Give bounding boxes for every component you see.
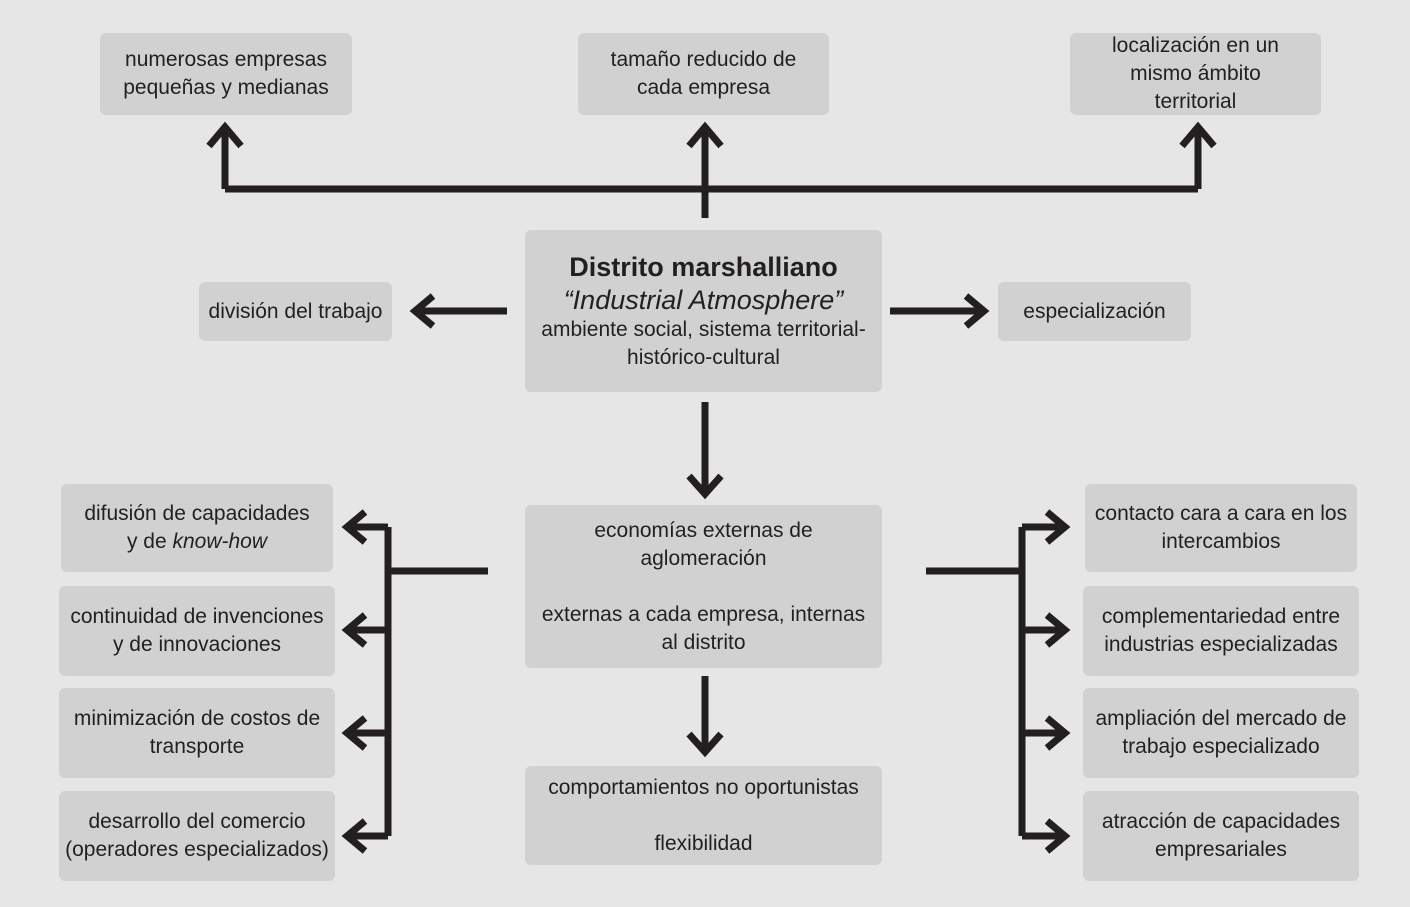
box-localizacion: localización en un mismo ámbito territor… [1070,33,1321,115]
box-text-line: y de innovaciones [112,633,282,656]
box-minimizacion-costos: minimización de costos de transporte [59,688,335,778]
box-text-line: trabajo especializado [1122,735,1320,758]
box-difusion-capacidades: difusión de capacidades y de know-how [61,484,333,572]
box-text-line: contacto cara a cara en los [1094,502,1348,525]
box-especializacion: especialización [998,282,1191,341]
box-text-line: difusión de capacidades [84,502,310,525]
box-ampliacion-mercado: ampliación del mercado de trabajo especi… [1083,688,1359,778]
box-text-line: tamaño reducido de [610,48,797,71]
box-text-line: atracción de capacidades [1101,810,1341,833]
arrowhead-top-middle [686,121,724,149]
box-text-line: desarrollo del comercio [88,810,306,833]
box-text-line: industrias especializadas [1104,633,1338,656]
box-text-line: localización en un [1112,34,1279,57]
box-text-italic: know-how [172,530,268,553]
box-text-fragment: y de [126,530,173,553]
arrowhead-right-4 [1044,818,1071,854]
center-title: Distrito marshalliano [569,252,838,282]
arrow-economies-to-behaviours [686,676,724,758]
box-text-line: especialización [1023,299,1166,323]
box-text-line: al distrito [661,630,746,654]
right-bracket-connector [926,523,1062,840]
box-desarrollo-comercio: desarrollo del comercio (operadores espe… [59,791,335,881]
box-comportamientos: comportamientos no oportunistas flexibil… [525,766,882,865]
arrowhead-left-4 [341,818,368,854]
box-economias-externas: economías externas de aglomeración exter… [525,505,882,668]
box-text-line: empresariales [1155,838,1287,861]
box-atraccion-capacidades: atracción de capacidades empresariales [1083,791,1359,881]
left-bracket-connector [350,523,488,840]
box-text-line: y de know-how [127,528,267,556]
box-text-line: cada empresa [636,76,771,99]
box-text-line: flexibilidad [654,831,753,855]
box-numerosas-empresas: numerosas empresas pequeñas y medianas [100,33,352,115]
box-text-line: ampliación del mercado de [1095,707,1347,730]
arrowhead-top-right [1179,121,1217,149]
arrowhead-top-left [206,121,244,149]
center-description-line: histórico-cultural [627,346,780,369]
box-text-line: economías externas de [594,518,813,542]
top-branch-connector [221,130,1202,218]
arrowhead-left-3 [341,715,368,751]
box-continuidad-invenciones: continuidad de invenciones y de innovaci… [59,586,335,676]
box-text-line: comportamientos no oportunistas [548,775,859,799]
arrow-to-especializacion [890,293,990,329]
arrow-to-division [409,293,507,329]
box-text-line: aglomeración [640,546,767,570]
arrowhead-left-1 [341,509,368,545]
arrowhead-right-2 [1044,612,1071,648]
box-text-line: división del trabajo [208,299,383,323]
box-text-line: mismo ámbito [1130,62,1261,85]
box-text-line: externas a cada empresa, internas [541,602,866,626]
box-text-line: pequeñas y medianas [123,76,329,99]
arrowhead-right-1 [1044,509,1071,545]
box-text-line: numerosas empresas [125,48,327,71]
box-text-line: minimización de costos de [73,707,321,730]
box-distrito-marshalliano: Distrito marshalliano “Industrial Atmosp… [525,230,882,392]
box-contacto-cara-a-cara: contacto cara a cara en los intercambios [1085,484,1357,572]
box-text-line: complementariedad entre [1101,605,1341,628]
arrow-center-to-economies [686,402,724,500]
box-text-line: transporte [149,735,245,758]
box-complementariedad: complementariedad entre industrias espec… [1083,586,1359,676]
box-division-trabajo: división del trabajo [199,282,392,341]
arrowhead-right-3 [1044,715,1071,751]
box-text-line: (operadores especializados) [65,838,329,861]
box-text-line: intercambios [1161,530,1281,553]
box-tamano-reducido: tamaño reducido de cada empresa [578,33,829,115]
arrowhead-left-2 [341,612,368,648]
center-description-line: ambiente social, sistema territorial- [541,318,866,341]
box-text-line: continuidad de invenciones [70,605,324,628]
box-text-line: territorial [1154,90,1237,113]
center-subtitle: “Industrial Atmosphere” [563,285,844,315]
